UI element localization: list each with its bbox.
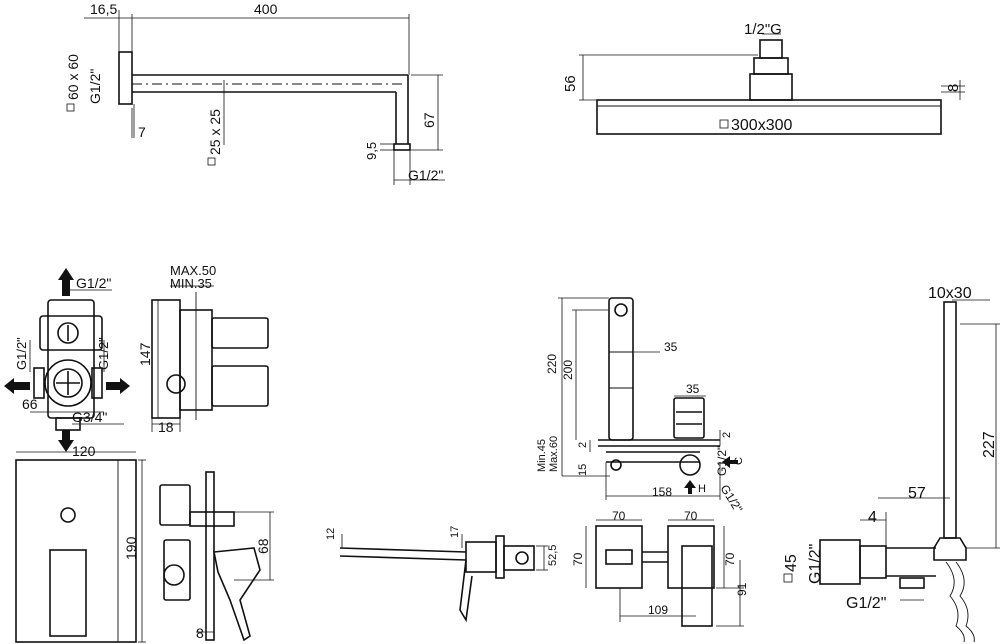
basin-mixer-top: 70 70 70 70 91 109 — [571, 509, 749, 627]
hand-shower-drawing: 10x30 227 57 4 45 G1/2" G1/2" — [783, 285, 1000, 643]
dim-head-g12: 1/2"G — [744, 21, 782, 38]
dim-head-56: 56 — [562, 75, 579, 92]
valve-body-front: G1/2" G1/2" G1/2" 66 G3/4" — [4, 268, 130, 452]
arrow-down-icon — [58, 430, 74, 452]
dim-158: 158 — [652, 485, 672, 499]
arrow-up-icon — [58, 268, 74, 296]
dim-68: 68 — [255, 538, 271, 554]
dim-109: 109 — [648, 603, 668, 617]
dim-10x30: 10x30 — [928, 285, 972, 302]
label-cold: C — [733, 457, 745, 465]
dim-min45: Min.45 — [536, 439, 548, 472]
dim-227: 227 — [981, 431, 998, 458]
shower-arm-drawing: 16,5 400 60 x 60 G1/2" 7 25 x 25 67 9,5 … — [65, 1, 445, 185]
arrow-right-icon — [4, 378, 30, 394]
dim-91: 91 — [735, 582, 749, 596]
dim-400: 400 — [254, 1, 278, 17]
dim-hand-g12-side: G1/2" — [807, 544, 824, 584]
dim-g12-wall: G1/2" — [87, 69, 103, 104]
dim-valve-g12-right: G1/2" — [96, 337, 111, 370]
dim-200: 200 — [561, 360, 575, 380]
valve-body-side: MAX.50 MIN.35 147 18 — [137, 263, 269, 435]
shower-head-drawing: 1/2"G 56 8 300x300 — [562, 21, 965, 135]
dim-mixer-70-a: 70 — [612, 509, 626, 523]
dim-220: 220 — [545, 354, 559, 374]
spout-drawing: 220 200 35 35 2 2 Min.45 Max.60 15 G1/2"… — [536, 297, 745, 515]
dim-mixer-12: 12 — [325, 528, 337, 540]
arrow-left-icon — [722, 456, 738, 468]
dim-valve-g12-left: G1/2" — [14, 337, 29, 370]
dim-7: 7 — [138, 124, 146, 140]
dim-300x300: 300x300 — [731, 117, 792, 134]
dim-spout-g12-diag: G1/2" — [717, 482, 745, 515]
dim-spout-2-right: 2 — [721, 432, 733, 438]
dim-mixer-70-c: 70 — [571, 552, 585, 566]
trim-plate-side: 68 8 — [159, 471, 274, 642]
dim-spout-35-mid: 35 — [686, 382, 700, 396]
dim-spout-g12: G1/2" — [715, 446, 729, 476]
dim-120: 120 — [72, 443, 96, 459]
dim-16-5: 16,5 — [90, 1, 117, 17]
trim-plate-front: 120 190 — [15, 443, 146, 643]
dim-g12-out: G1/2" — [408, 167, 443, 183]
dim-147: 147 — [137, 342, 153, 366]
dim-9-5: 9,5 — [364, 142, 379, 160]
dim-max60: Max.60 — [548, 436, 560, 472]
dim-mixer-17: 17 — [449, 526, 461, 538]
dim-head-8: 8 — [945, 84, 962, 92]
dim-190: 190 — [123, 536, 139, 560]
dim-spout-15: 15 — [577, 464, 589, 476]
dim-18: 18 — [158, 419, 174, 435]
dim-trim-8: 8 — [196, 625, 204, 641]
dim-25x25: 25 x 25 — [207, 109, 223, 155]
dim-57: 57 — [908, 485, 926, 502]
dim-hand-45: 45 — [783, 554, 800, 572]
arrow-up-icon — [684, 480, 696, 494]
dim-67: 67 — [421, 112, 437, 128]
arrow-left-icon — [106, 378, 130, 394]
dim-max50: MAX.50 — [170, 263, 216, 278]
dim-hand-4: 4 — [868, 509, 877, 526]
dim-valve-66: 66 — [22, 396, 38, 412]
dim-valve-g12-top: G1/2" — [76, 275, 111, 291]
dim-mixer-70-b: 70 — [684, 509, 698, 523]
dim-hand-g12-bottom: G1/2" — [846, 595, 886, 612]
dim-spout-35-top: 35 — [664, 340, 678, 354]
dim-spout-2-left: 2 — [577, 442, 589, 448]
dim-min35: MIN.35 — [170, 276, 212, 291]
basin-mixer-side: 12 17 52,5 — [325, 526, 559, 623]
label-hot: H — [698, 483, 706, 495]
dim-52-5: 52,5 — [547, 545, 559, 566]
dim-mixer-70-d: 70 — [723, 552, 737, 566]
dim-60x60: 60 x 60 — [65, 54, 81, 100]
dim-valve-g34: G3/4" — [72, 409, 107, 425]
